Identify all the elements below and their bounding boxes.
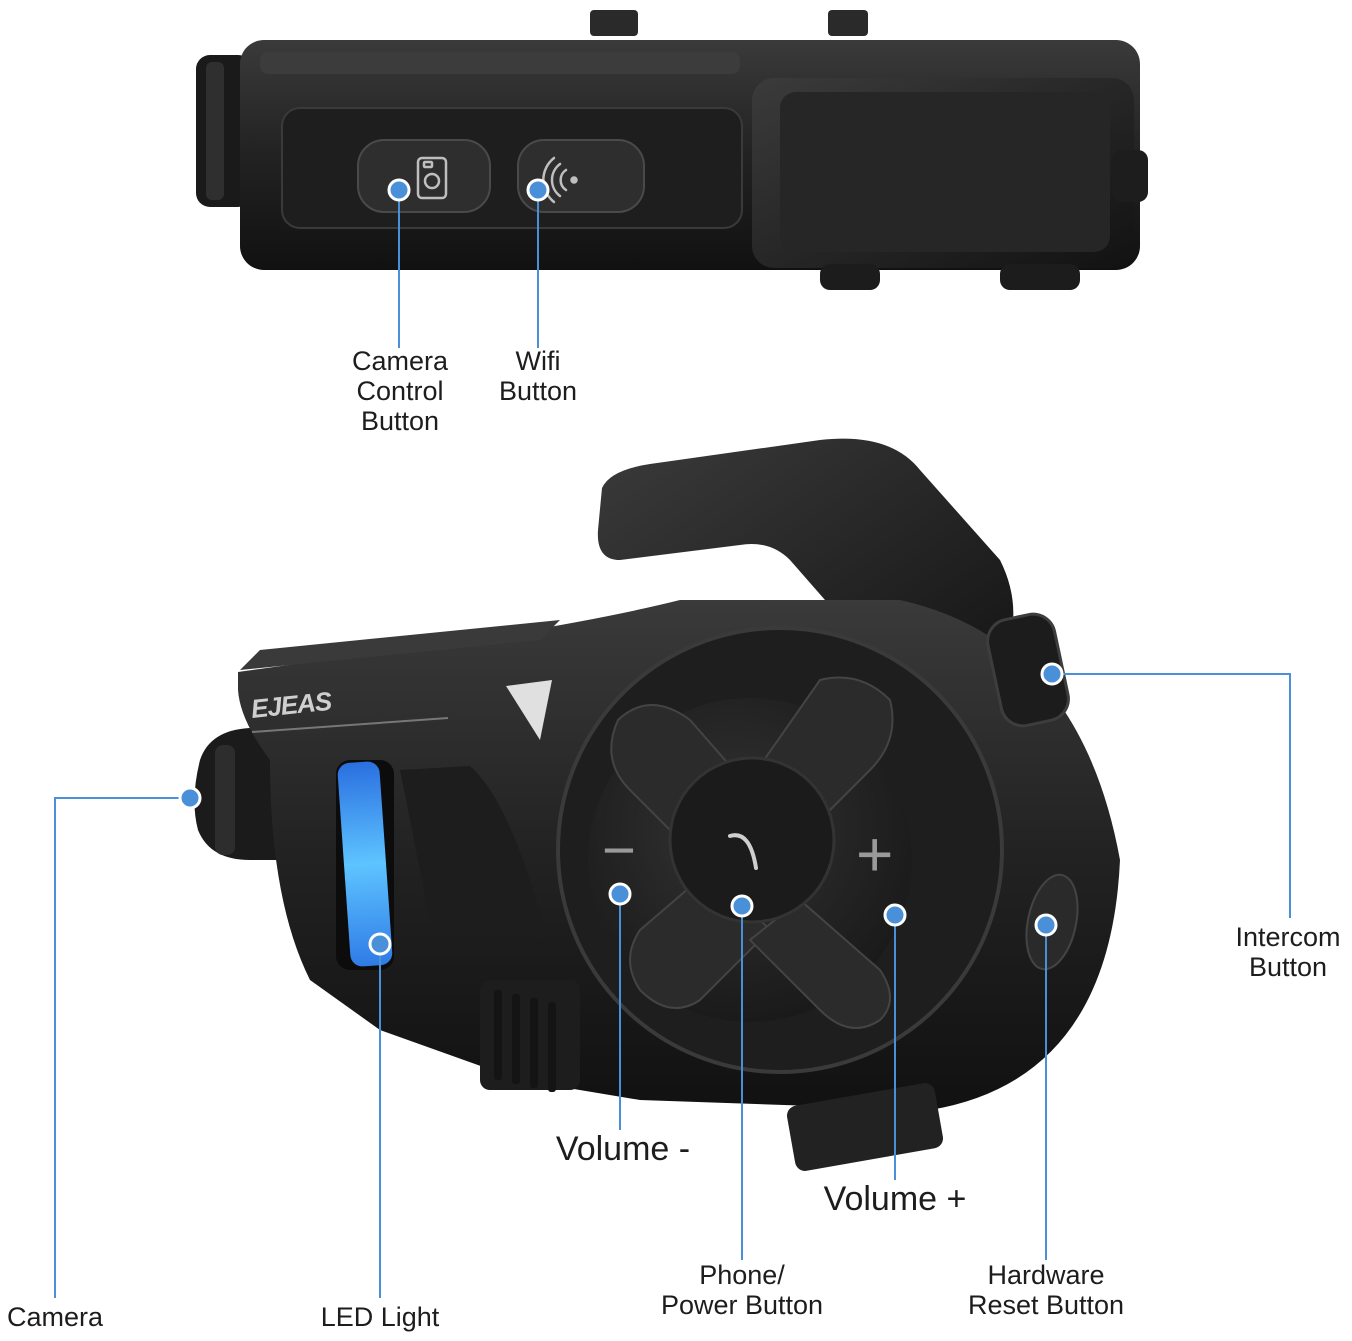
label-line: Button bbox=[498, 376, 578, 407]
dot-volume-minus bbox=[608, 882, 632, 906]
label-line: Button bbox=[1248, 952, 1328, 983]
label-camera-control: Camera Control Button bbox=[330, 346, 470, 437]
led-light bbox=[337, 761, 393, 967]
label-wifi: Wifi Button bbox=[478, 346, 598, 406]
top-device bbox=[196, 10, 1148, 290]
dot-camera-control bbox=[387, 178, 411, 202]
top-side-knob bbox=[1112, 150, 1148, 202]
wifi-button[interactable] bbox=[517, 139, 645, 213]
label-volume-plus: Volume + bbox=[812, 1180, 978, 1218]
label-line: Control bbox=[356, 376, 444, 407]
intercom-button[interactable] bbox=[984, 610, 1073, 730]
label-intercom: Intercom Button bbox=[1226, 922, 1350, 982]
label-led-light: LED Light bbox=[300, 1302, 460, 1332]
dot-volume-plus bbox=[883, 903, 907, 927]
front-device: EJEAS − + bbox=[194, 438, 1120, 1171]
label-line: Button bbox=[360, 406, 440, 437]
top-button-panel bbox=[281, 107, 743, 229]
callout-dots bbox=[178, 178, 1064, 956]
label-hardware-reset: Hardware Reset Button bbox=[950, 1260, 1142, 1320]
dot-phone bbox=[730, 894, 754, 918]
phone-power-button[interactable] bbox=[668, 756, 836, 924]
dot-intercom bbox=[1040, 662, 1064, 686]
phone-icon bbox=[728, 833, 758, 870]
label-line: Wifi bbox=[515, 346, 561, 376]
vent-grille bbox=[480, 980, 580, 1092]
top-clip-right bbox=[828, 10, 868, 36]
volume-plus-glyph: + bbox=[856, 818, 893, 890]
label-line: Hardware bbox=[987, 1260, 1105, 1290]
volume-minus-glyph: − bbox=[602, 818, 636, 883]
dot-camera bbox=[178, 786, 202, 810]
label-phone-power: Phone/ Power Button bbox=[640, 1260, 844, 1320]
label-line: Camera bbox=[351, 346, 449, 376]
callout-lines bbox=[54, 190, 1291, 1298]
dot-led bbox=[368, 932, 392, 956]
bottom-connector bbox=[786, 1083, 944, 1171]
label-line: Volume + bbox=[823, 1180, 967, 1218]
label-line: Volume - bbox=[555, 1130, 691, 1168]
label-line: Reset Button bbox=[967, 1290, 1125, 1321]
camera-control-button[interactable] bbox=[357, 139, 491, 213]
label-line: Camera bbox=[6, 1302, 104, 1332]
label-line: Phone/ bbox=[699, 1260, 785, 1290]
label-camera: Camera bbox=[0, 1302, 110, 1332]
triangle-indicator bbox=[506, 680, 552, 740]
label-line: LED Light bbox=[320, 1302, 440, 1332]
label-line: Power Button bbox=[660, 1290, 824, 1321]
label-line: Intercom bbox=[1235, 922, 1341, 952]
top-clip-left bbox=[590, 10, 638, 36]
dot-wifi bbox=[526, 178, 550, 202]
camera-icon bbox=[416, 156, 448, 200]
dot-reset bbox=[1034, 913, 1058, 937]
label-volume-minus: Volume - bbox=[548, 1130, 698, 1168]
